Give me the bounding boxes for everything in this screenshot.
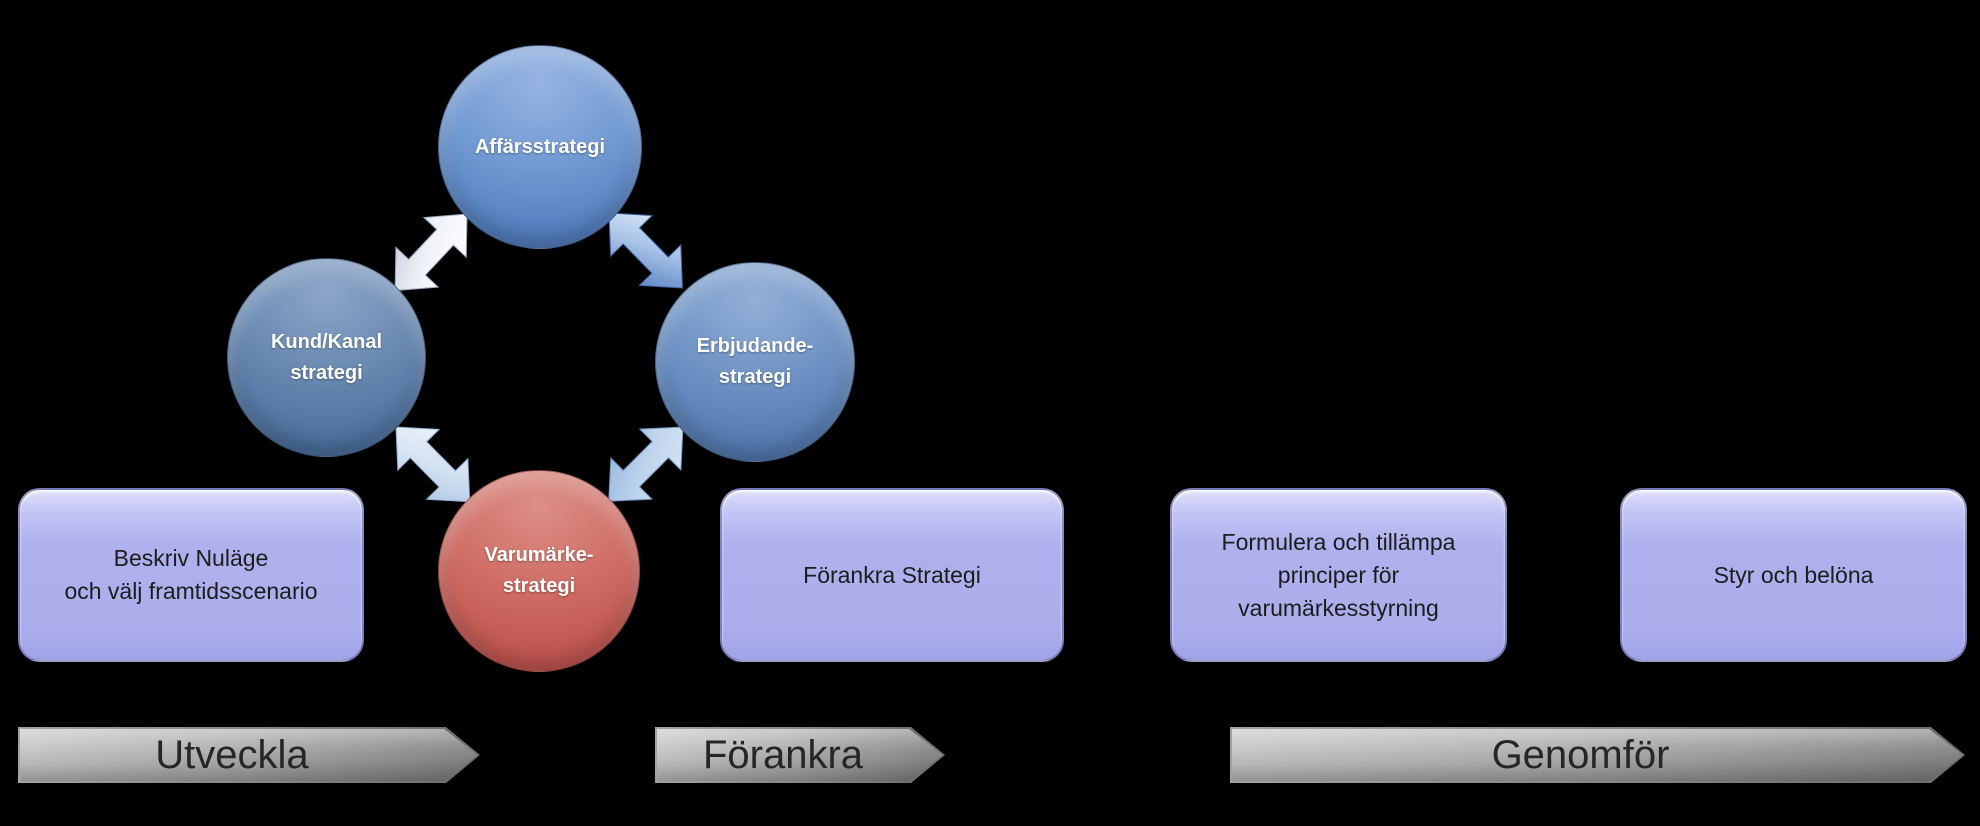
phase-banner-anchor: Förankra <box>655 727 945 783</box>
step-box-formulate-principles: Formulera och tillämpa principer för var… <box>1170 488 1507 662</box>
box-text-line: principer för <box>1277 561 1400 588</box>
circle-label-line: Affärsstrategi <box>474 135 606 158</box>
banner-fill <box>1232 729 1963 781</box>
banner-label: Genomför <box>1491 732 1670 777</box>
step-box-steer-and-reward: Styr och belöna <box>1620 488 1967 662</box>
box-text-line: Beskriv Nuläge <box>113 545 269 571</box>
banner-label: Förankra <box>702 732 864 777</box>
step-box-describe-current-state: Beskriv Nuläge och välj framtidsscenario <box>18 488 364 662</box>
phase-banner-implement: Genomför <box>1230 727 1965 783</box>
circle-label-line: Erbjudande- <box>696 335 814 357</box>
circle-label-line: strategi <box>502 575 576 597</box>
box-text-line: Förankra Strategi <box>803 561 981 588</box>
circle-label-line: strategi <box>718 366 792 388</box>
box-text-line: och välj framtidsscenario <box>64 578 318 604</box>
circle-label-line: Varumärke- <box>484 544 594 566</box>
circle-label-line: Kund/Kanal <box>270 330 383 353</box>
box-text-line: Formulera och tillämpa <box>1221 528 1456 555</box>
banner-fill <box>657 729 943 781</box>
circle-label-line: strategi <box>290 361 363 384</box>
step-box-anchor-strategy: Förankra Strategi <box>720 488 1064 662</box>
phase-banner-develop: Utveckla <box>18 727 480 783</box>
circle-brand-strategy: Varumärke- strategi <box>438 470 640 672</box>
circle-customer-channel-strategy: Kund/Kanal strategi <box>227 258 426 457</box>
circle-offering-strategy: Erbjudande- strategi <box>655 262 855 462</box>
circle-business-strategy: Affärsstrategi <box>438 45 642 249</box>
box-text-line: varumärkesstyrning <box>1238 594 1439 621</box>
box-text-line: Styr och belöna <box>1713 561 1874 588</box>
banner-label: Utveckla <box>155 732 309 777</box>
banner-fill <box>20 729 478 781</box>
